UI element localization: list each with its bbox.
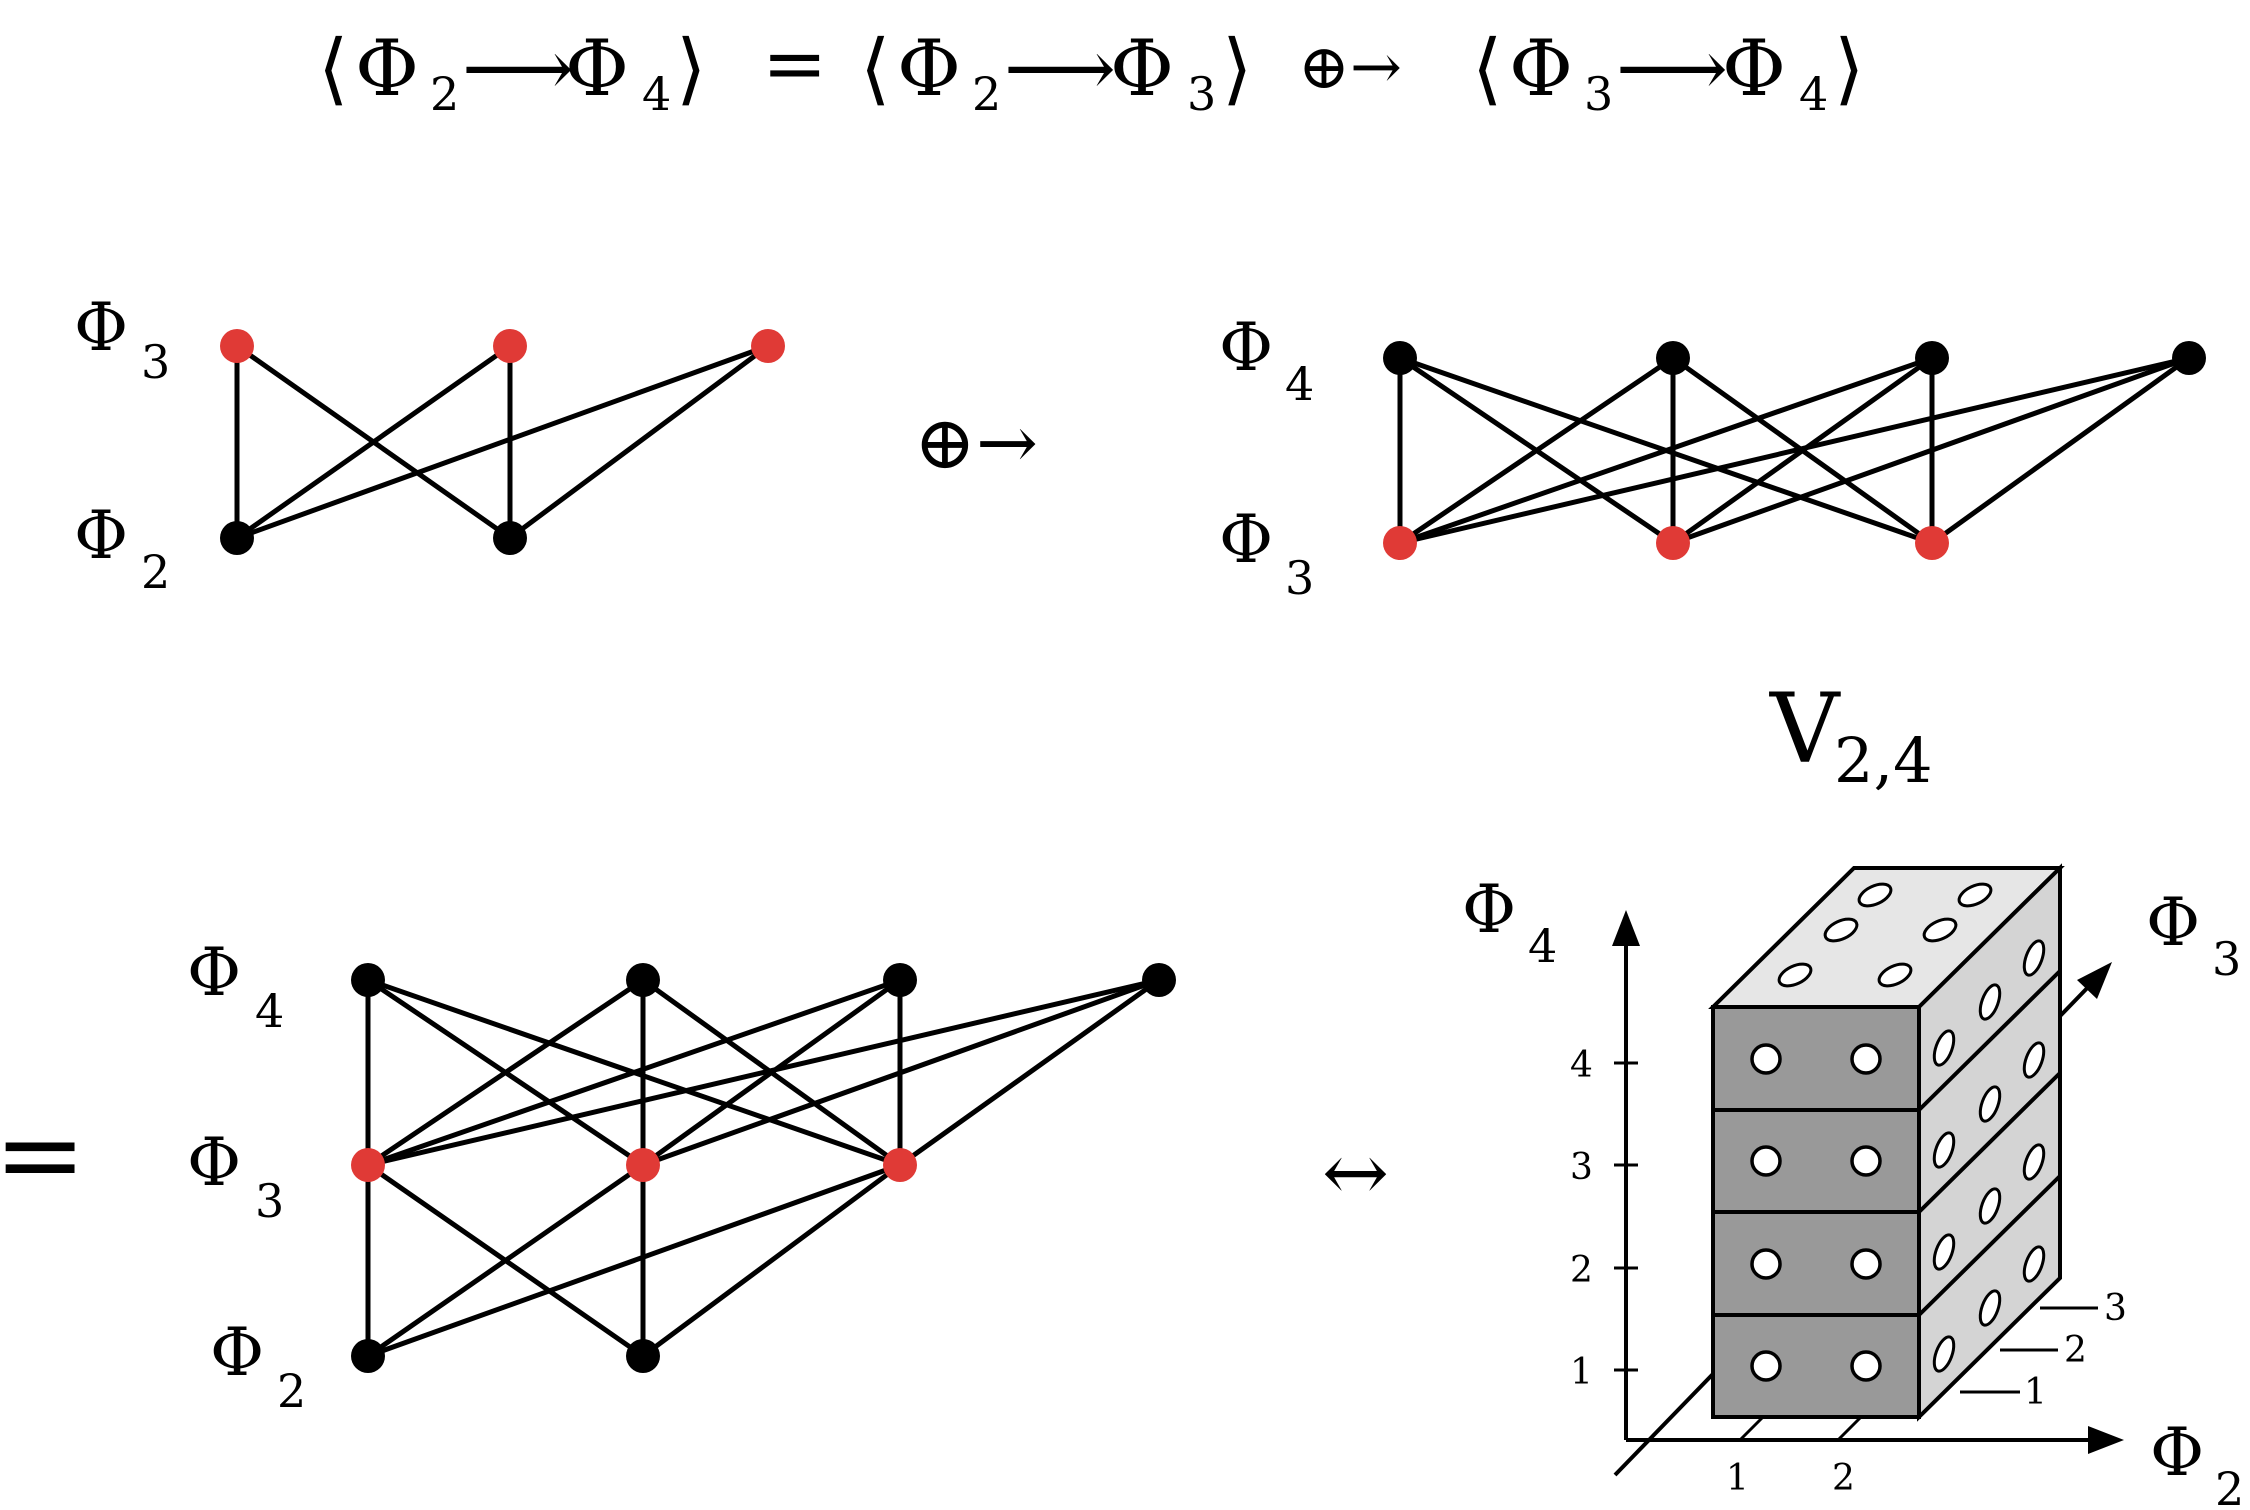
graph2-node-phi4-3	[1915, 341, 1949, 375]
phi4-tick-2: 2	[1570, 1250, 1593, 1291]
rhs2-arrow: ⟶	[1616, 24, 1728, 114]
axis-label-phi2-sub: 2	[2215, 1462, 2244, 1510]
graph3-node-phi4-3	[883, 963, 917, 997]
top-holes	[1777, 882, 1993, 988]
double-arrow: ↔	[1322, 1126, 1389, 1219]
equation-oplus-arrow: ⊕→	[1298, 30, 1402, 103]
graph1-label-phi2-sub: 2	[141, 545, 170, 599]
big-equals: =	[0, 1090, 86, 1218]
rhs2-sub-a: 3	[1584, 67, 1613, 121]
rhs1-phi-a: Φ	[897, 24, 961, 114]
graph1-node-phi3-3	[751, 329, 785, 363]
lhs-close-bracket: ⟩	[676, 24, 706, 114]
graph-phi2-phi3: Φ 3 Φ 2	[74, 289, 785, 599]
graph2-node-phi4-1	[1383, 341, 1417, 375]
graph3-node-phi3-2	[626, 1148, 660, 1182]
graph3-node-phi3-1	[351, 1148, 385, 1182]
rhs1-sub-a: 2	[972, 67, 1001, 121]
graph1-label-phi3-sub: 3	[141, 335, 170, 389]
graph1-node-phi3-1	[220, 329, 254, 363]
graph3-label-phi4: Φ	[187, 934, 241, 1011]
axis-phi2-arrowhead	[2088, 1426, 2124, 1454]
graph2-label-phi3-sub: 3	[1285, 551, 1314, 605]
phi4-ticks	[1614, 1061, 1638, 1372]
front-dividers	[1713, 1108, 1919, 1317]
axis-label-phi4: Φ	[1462, 871, 1516, 948]
graph1-label-phi2: Φ	[74, 497, 128, 574]
graph3-node-phi4-1	[351, 963, 385, 997]
graph3-label-phi2: Φ	[210, 1314, 264, 1391]
v-label-sub: 2,4	[1834, 724, 1933, 797]
graph2-node-phi4-4	[2172, 341, 2206, 375]
rhs1-arrow: ⟶	[1004, 24, 1116, 114]
graph-phi2-phi4: Φ 4 Φ 3 Φ 2	[187, 934, 1176, 1418]
phi3-tick-1: 1	[2024, 1372, 2047, 1413]
rhs2-close-bracket: ⟩	[1834, 24, 1864, 114]
graph3-node-phi4-4	[1142, 963, 1176, 997]
axis-label-phi3: Φ	[2146, 884, 2200, 961]
graph1-label-phi3: Φ	[74, 289, 128, 366]
lhs-sub-a: 2	[430, 67, 459, 121]
axis-label-phi2: Φ	[2150, 1414, 2204, 1491]
axis-phi3-arrowhead	[2077, 962, 2112, 999]
graph3-label-phi3-sub: 3	[255, 1174, 284, 1228]
lhs-phi-a: Φ	[355, 24, 419, 114]
phi3-tick-2: 2	[2064, 1330, 2087, 1371]
graph2-node-phi4-2	[1656, 341, 1690, 375]
graph2-label-phi4: Φ	[1219, 309, 1273, 386]
graph1-node-phi3-2	[493, 329, 527, 363]
lattice-block: 1 2 3 4 1 2 1 2 3	[1462, 863, 2244, 1510]
axis-label-phi4-sub: 4	[1528, 919, 1557, 973]
graph2-edges	[1397, 355, 2191, 546]
graph2-label-phi4-sub: 4	[1285, 357, 1314, 411]
graph2-node-phi3-1	[1383, 526, 1417, 560]
rhs2-phi-b: Φ	[1722, 24, 1786, 114]
phi2-tick-2: 2	[1832, 1458, 1855, 1499]
lhs-open-bracket: ⟨	[318, 24, 348, 114]
graph1-edges	[234, 343, 770, 541]
graph-phi3-phi4: Φ 4 Φ 3	[1219, 309, 2206, 605]
phi3-ticks	[1960, 1306, 2098, 1394]
rhs2-open-bracket: ⟨	[1472, 24, 1502, 114]
rhs2-phi-a: Φ	[1509, 24, 1573, 114]
lhs-sub-b: 4	[642, 67, 671, 121]
phi4-tick-4: 4	[1570, 1045, 1593, 1086]
graph3-edges	[365, 977, 1161, 1359]
rhs1-phi-b: Φ	[1110, 24, 1174, 114]
graph3-label-phi3: Φ	[187, 1124, 241, 1201]
lhs-phi-b: Φ	[565, 24, 629, 114]
rhs2-sub-b: 4	[1799, 67, 1828, 121]
v-label: V	[1769, 673, 1841, 785]
graph2-node-phi3-2	[1656, 526, 1690, 560]
front-holes	[1750, 1043, 1882, 1382]
phi4-tick-3: 3	[1570, 1147, 1593, 1188]
oplus-arrow-operator: ⊕→	[914, 400, 1038, 486]
graph2-label-phi3: Φ	[1219, 501, 1273, 578]
rhs1-open-bracket: ⟨	[860, 24, 890, 114]
graph3-node-phi4-2	[626, 963, 660, 997]
graph3-label-phi4-sub: 4	[255, 984, 284, 1038]
phi2-tick-1: 1	[1726, 1458, 1749, 1499]
graph3-label-phi2-sub: 2	[277, 1364, 306, 1418]
graph2-node-phi3-3	[1915, 526, 1949, 560]
axis-label-phi3-sub: 3	[2212, 932, 2241, 986]
side-dividers	[1917, 969, 2062, 1317]
equation-equals: =	[762, 19, 827, 109]
phi4-tick-1: 1	[1570, 1352, 1593, 1393]
graph1-node-phi2-1	[220, 521, 254, 555]
rhs1-close-bracket: ⟩	[1222, 24, 1252, 114]
axis-phi4-arrowhead	[1612, 910, 1640, 946]
lhs-arrow: ⟶	[462, 24, 574, 114]
graph1-node-phi2-2	[493, 521, 527, 555]
graph3-node-phi2-2	[626, 1339, 660, 1373]
graph3-node-phi2-1	[351, 1339, 385, 1373]
side-holes	[1932, 939, 2046, 1373]
phi2-ticks	[1738, 1416, 1862, 1442]
rhs1-sub-b: 3	[1187, 67, 1216, 121]
equation: ⟨ Φ 2 ⟶ Φ 4 ⟩ = ⟨ Φ 2 ⟶ Φ 3 ⟩ ⊕→ ⟨ Φ 3 ⟶…	[318, 19, 1864, 121]
phi3-tick-3: 3	[2104, 1288, 2127, 1329]
graph3-node-phi3-3	[883, 1148, 917, 1182]
